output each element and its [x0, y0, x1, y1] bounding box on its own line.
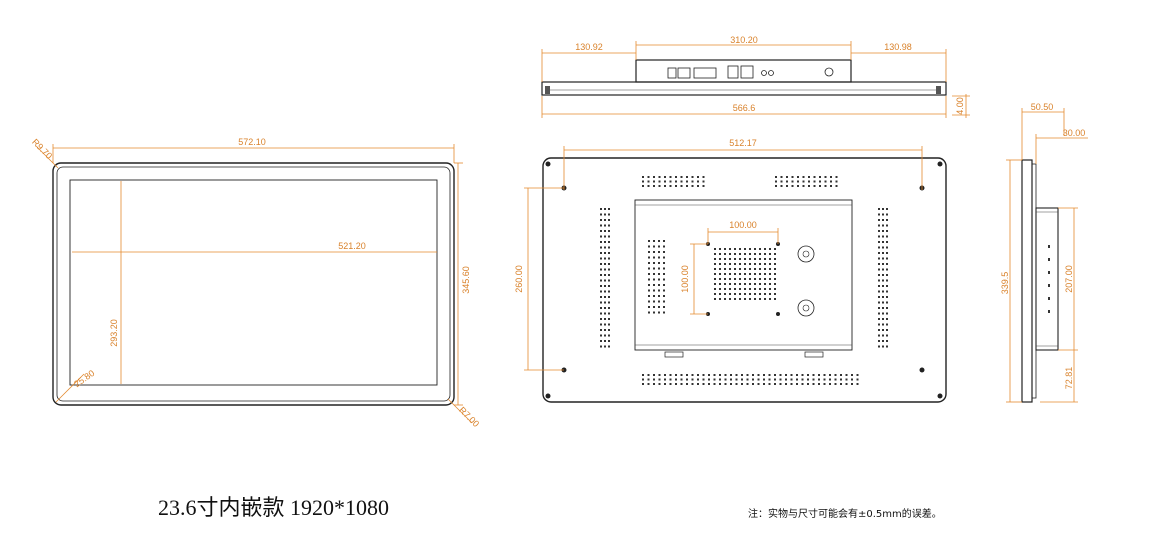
front-inner-offset-label: 25.80 — [72, 368, 96, 389]
tolerance-note: 注：实物与尺寸可能会有±0.5mm的误差。 — [748, 509, 942, 520]
top-left-margin-label: 130.92 — [575, 42, 603, 52]
vent-holes — [600, 176, 888, 385]
top-view: 130.92 310.20 130.98 566.6 4.00 — [541, 35, 970, 118]
front-corner-radius-br-label: R7.00 — [457, 405, 481, 429]
side-box-height-label: 207.00 — [1064, 265, 1074, 293]
back-vesa-horizontal-label: 100.00 — [729, 220, 757, 230]
front-view: 572.10 521.20 345.60 293.20 R9.70 R7.00 … — [30, 137, 481, 429]
top-total-width-label: 566.6 — [733, 103, 756, 113]
back-hole-span-horizontal-label: 512.17 — [729, 138, 757, 148]
side-box-depth-label: 30.00 — [1063, 128, 1086, 138]
front-screen-width-label: 521.20 — [338, 241, 366, 251]
top-right-margin-label: 130.98 — [884, 42, 912, 52]
top-center-width-label: 310.20 — [730, 35, 758, 45]
product-title: 23.6寸内嵌款 1920*1080 — [158, 495, 390, 520]
back-hole-span-vertical-label: 260.00 — [514, 265, 524, 293]
back-view: 512.17 260.00 100.00 100.00 — [514, 138, 947, 403]
side-total-height-label: 339.5 — [1000, 272, 1010, 295]
side-view: 50.50 30.00 339.5 207.00 72.81 — [1000, 102, 1088, 403]
side-bottom-offset-label: 72.81 — [1064, 367, 1074, 390]
front-overall-height-label: 345.60 — [461, 266, 471, 294]
top-thickness-label: 4.00 — [955, 97, 965, 115]
back-vesa-vertical-label: 100.00 — [680, 265, 690, 293]
front-corner-radius-tl-label: R9.70 — [30, 137, 54, 161]
side-total-depth-label: 50.50 — [1031, 102, 1054, 112]
front-overall-width-label: 572.10 — [238, 137, 266, 147]
front-screen-height-label: 293.20 — [109, 319, 119, 347]
